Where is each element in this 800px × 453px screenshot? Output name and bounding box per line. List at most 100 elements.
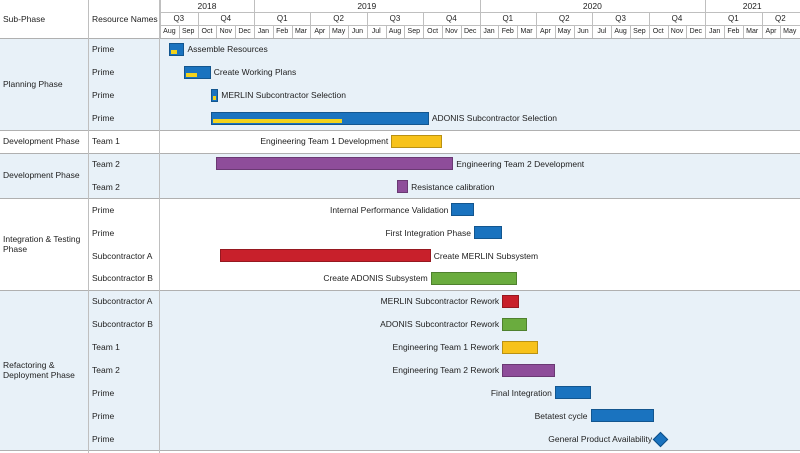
year-divider xyxy=(254,0,255,12)
month-label: Dec xyxy=(463,28,477,35)
month-divider xyxy=(554,25,556,38)
month-label: Jun xyxy=(351,28,364,35)
quarter-divider xyxy=(423,12,425,25)
phase-separator xyxy=(0,152,800,154)
task-label: General Product Availability xyxy=(548,433,653,444)
task-bar[interactable] xyxy=(502,317,527,331)
month-divider xyxy=(366,25,368,38)
quarter-label: Q1 xyxy=(502,14,514,23)
progress-fill xyxy=(212,95,216,100)
phase-separator xyxy=(0,38,800,39)
year-label: 2018 xyxy=(197,1,217,11)
task-bar[interactable] xyxy=(210,111,429,125)
resource-name: Prime xyxy=(92,113,115,124)
month-label: Oct xyxy=(652,28,664,35)
task-bar[interactable] xyxy=(473,226,503,240)
task-label: Engineering Team 2 Development xyxy=(456,158,585,169)
month-divider xyxy=(479,25,481,38)
quarter-label: Q1 xyxy=(728,14,739,23)
month-label: Jan xyxy=(257,28,270,35)
month-divider xyxy=(686,25,688,38)
task-bar[interactable] xyxy=(502,294,520,308)
task-bar[interactable] xyxy=(502,340,538,354)
month-divider xyxy=(742,25,744,38)
month-divider xyxy=(197,25,199,38)
phase-separator xyxy=(0,198,800,200)
month-divider xyxy=(442,25,443,38)
quarter-label: Q2 xyxy=(775,14,786,23)
resource-name: Team 2 xyxy=(92,158,120,169)
phase-separator xyxy=(0,289,800,291)
month-divider xyxy=(216,25,218,38)
month-label: Jan xyxy=(708,28,721,35)
task-bar[interactable] xyxy=(184,65,211,79)
resource-name: Prime xyxy=(92,227,115,238)
task-bar[interactable] xyxy=(216,157,454,171)
task-label: Assemble Resources xyxy=(187,44,268,55)
month-label: Dec xyxy=(238,28,251,35)
task-bar[interactable] xyxy=(430,271,518,285)
month-divider xyxy=(780,25,782,38)
task-label: Engineering Team 1 Development xyxy=(260,136,389,147)
quarter-label: Q1 xyxy=(276,14,288,23)
task-bar[interactable] xyxy=(210,88,219,102)
quarter-divider xyxy=(479,12,481,25)
resource-name: Subcontractor B xyxy=(92,273,153,284)
month-label: Mar xyxy=(520,28,533,35)
quarter-divider xyxy=(160,12,161,25)
resource-name: Team 1 xyxy=(92,342,120,353)
resource-name: Subcontractor A xyxy=(92,250,153,261)
subphase-column-header: Sub-Phase xyxy=(3,14,46,24)
task-bar[interactable] xyxy=(169,42,185,56)
month-label: Feb xyxy=(727,28,740,35)
month-label: Apr xyxy=(314,28,326,35)
month-label: Apr xyxy=(765,28,777,35)
task-bar[interactable] xyxy=(391,134,442,148)
resource-name: Prime xyxy=(92,44,115,55)
month-label: Aug xyxy=(388,28,402,35)
resource-name: Prime xyxy=(92,410,115,421)
task-label: ADONIS Subcontractor Selection xyxy=(431,113,558,124)
month-divider xyxy=(460,25,462,38)
task-label: Create Working Plans xyxy=(213,67,297,78)
task-label: Betatest cycle xyxy=(534,410,588,421)
task-label: Engineering Team 2 Rework xyxy=(392,365,500,376)
phase-band xyxy=(0,289,800,451)
task-bar[interactable] xyxy=(220,249,431,263)
task-label: Resistance calibration xyxy=(411,181,495,192)
month-label: Mar xyxy=(746,28,759,35)
month-label: Sep xyxy=(181,28,195,35)
month-label: Dec xyxy=(689,28,703,35)
month-label: Feb xyxy=(501,28,514,35)
phase-label: Planning Phase xyxy=(3,78,63,89)
month-label: Nov xyxy=(219,28,233,35)
month-divider xyxy=(761,25,763,38)
month-label: Feb xyxy=(276,28,289,35)
task-label: MERLIN Subcontractor Rework xyxy=(380,296,500,307)
month-label: Oct xyxy=(427,28,439,35)
task-bar[interactable] xyxy=(396,180,409,194)
phase-label: Integration & Testing Phase xyxy=(3,234,81,255)
quarter-label: Q3 xyxy=(173,14,185,23)
month-divider xyxy=(291,25,293,38)
resource-column-header: Resource Names xyxy=(92,14,158,24)
task-bar[interactable] xyxy=(502,363,555,377)
phase-label: Development Phase xyxy=(3,136,80,147)
quarter-divider xyxy=(536,12,537,25)
resource-column-divider xyxy=(159,0,160,453)
month-divider xyxy=(310,25,312,38)
resource-name: Team 2 xyxy=(92,365,120,376)
month-label: Nov xyxy=(670,28,684,35)
month-divider xyxy=(667,25,669,38)
task-bar[interactable] xyxy=(554,386,591,400)
quarter-label: Q3 xyxy=(389,14,401,23)
task-label: Create ADONIS Subsystem xyxy=(323,273,428,284)
phase-separator xyxy=(0,450,800,452)
month-divider xyxy=(254,25,255,38)
task-label: ADONIS Subcontractor Rework xyxy=(380,319,500,330)
quarter-divider xyxy=(197,12,199,25)
task-bar[interactable] xyxy=(590,409,655,423)
month-label: Jun xyxy=(577,28,589,35)
task-bar[interactable] xyxy=(451,203,474,217)
